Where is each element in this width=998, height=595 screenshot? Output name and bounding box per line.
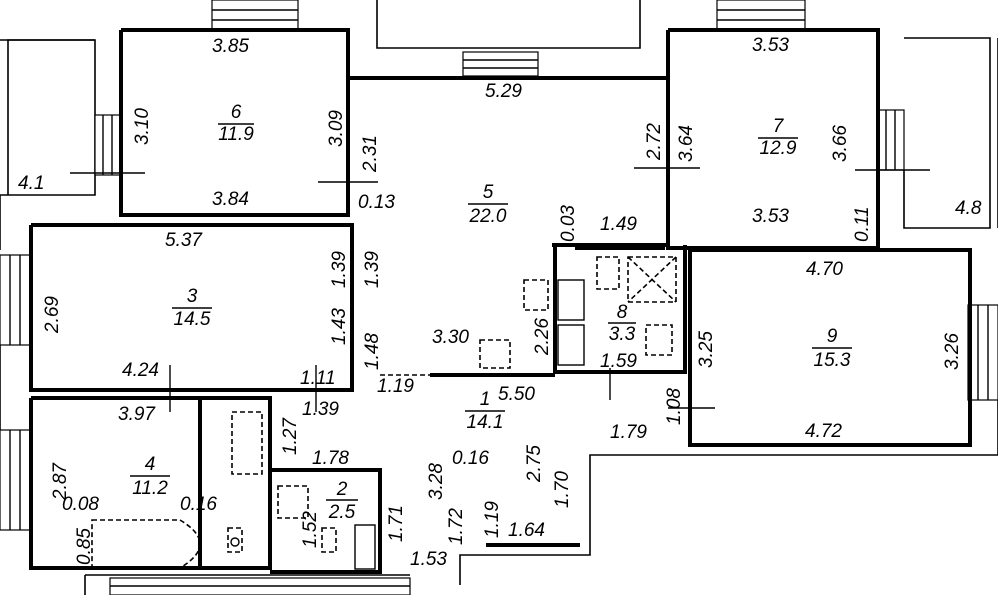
room-6-number: 6 xyxy=(231,102,242,123)
window-balcony-right xyxy=(877,109,905,171)
room-1-number: 1 xyxy=(480,389,491,410)
dim-label: 1.64 xyxy=(508,520,545,541)
dimension-labels: 3.85 3.10 3.09 3.84 5.29 2.31 0.13 4.1 3… xyxy=(18,35,982,570)
dim-label: 1.39 xyxy=(362,251,383,288)
room-5-area: 22.0 xyxy=(469,206,507,227)
window-room-6 xyxy=(211,0,299,31)
toilet-room8-icon xyxy=(596,256,620,290)
dim-label: 1.43 xyxy=(329,308,350,345)
dim-label: 5.37 xyxy=(165,230,203,251)
room-2-area: 2.5 xyxy=(328,502,356,523)
dim-label: 3.10 xyxy=(132,108,153,145)
dim-label: 1.19 xyxy=(377,376,414,397)
dim-label: 1.39 xyxy=(329,251,350,288)
dim-label: 4.1 xyxy=(18,173,44,194)
room-3-area: 14.5 xyxy=(174,309,211,330)
dim-label: 1.49 xyxy=(600,214,637,235)
room-7-number: 7 xyxy=(773,116,785,137)
window-room-3 xyxy=(0,254,31,346)
dim-label: 3.85 xyxy=(212,36,249,57)
dim-label: 2.87 xyxy=(50,462,71,501)
room-6-area: 11.9 xyxy=(218,124,254,145)
dim-label: 0.85 xyxy=(74,528,95,565)
dim-label: 1.48 xyxy=(362,333,383,370)
dim-label: 5.29 xyxy=(485,81,522,102)
dim-label: 1.72 xyxy=(446,508,467,545)
dim-label: 1.71 xyxy=(386,505,407,542)
dim-label: 0.08 xyxy=(62,494,99,515)
dim-label: 1.79 xyxy=(610,422,647,443)
dim-label: 2.72 xyxy=(644,123,665,161)
dim-label: 5.50 xyxy=(498,384,535,405)
dim-label: 4.70 xyxy=(806,259,843,280)
dim-label: 3.66 xyxy=(830,125,851,162)
dim-label: 1.39 xyxy=(302,399,339,420)
dim-label: 2.75 xyxy=(524,445,545,483)
window-room-5 xyxy=(462,51,539,77)
dim-label: 4.24 xyxy=(122,360,159,381)
dim-label: 3.97 xyxy=(118,404,156,425)
dim-label: 3.09 xyxy=(326,110,347,147)
room-9-number: 9 xyxy=(827,326,838,347)
dim-label: 4.8 xyxy=(955,198,982,219)
dim-label: 1.59 xyxy=(600,351,637,372)
dim-label: 1.53 xyxy=(410,549,447,570)
washbasin-icon xyxy=(231,411,263,475)
dim-label: 3.84 xyxy=(212,189,249,210)
room-1-area: 14.1 xyxy=(467,412,504,433)
room-5-number: 5 xyxy=(483,182,494,203)
room-3-number: 3 xyxy=(187,286,198,307)
room-labels: 6 11.9 5 22.0 7 12.9 3 14.5 8 3.3 9 15.3… xyxy=(130,102,852,523)
dim-label: 3.64 xyxy=(676,125,697,162)
dim-label: 3.53 xyxy=(752,35,789,56)
bathtub-icon xyxy=(91,519,201,569)
dim-label: 1.78 xyxy=(312,448,349,469)
toilet-small-icon xyxy=(321,527,337,553)
dim-label: 2.69 xyxy=(42,296,63,334)
window-balcony-left xyxy=(94,114,122,176)
room-7-area: 12.9 xyxy=(760,138,797,159)
dim-label: 0.03 xyxy=(558,205,579,242)
dim-label: 3.28 xyxy=(426,463,447,500)
fixtures xyxy=(91,256,677,570)
stove-icon xyxy=(557,324,585,366)
room-4-number: 4 xyxy=(145,454,156,475)
dim-label: 1.27 xyxy=(280,417,301,455)
dim-label: 1.70 xyxy=(552,471,573,508)
dim-label: 3.30 xyxy=(432,327,469,348)
dim-label: 1.11 xyxy=(300,368,336,389)
dim-label: 3.26 xyxy=(942,333,963,370)
toilet-icon xyxy=(227,527,243,553)
dim-label: 1.19 xyxy=(482,501,503,538)
room-8-area: 3.3 xyxy=(609,324,636,345)
room-8-number: 8 xyxy=(617,302,628,323)
dim-label: 1.52 xyxy=(300,511,321,548)
dim-label: 3.25 xyxy=(696,331,717,368)
dim-label: 0.13 xyxy=(358,192,395,213)
window-room-9 xyxy=(967,304,998,401)
dim-label: 1.08 xyxy=(664,388,685,425)
dim-label: 2.31 xyxy=(360,135,381,173)
dimension-ticks xyxy=(169,167,715,412)
room-9-area: 15.3 xyxy=(814,350,851,371)
balconies xyxy=(7,37,991,229)
shower-room8-icon xyxy=(627,256,677,303)
sink-room8-icon xyxy=(645,324,673,356)
dim-label: 0.11 xyxy=(852,206,873,242)
room-2-number: 2 xyxy=(336,479,348,500)
shower-icon xyxy=(277,485,309,519)
dim-label: 3.53 xyxy=(752,206,789,227)
window-room-4 xyxy=(0,429,31,531)
kitchen-sink-icon xyxy=(557,279,585,321)
window-room-7 xyxy=(716,0,806,31)
dim-label: 0.16 xyxy=(452,448,489,469)
dim-label: 0.16 xyxy=(180,494,217,515)
walls xyxy=(29,28,972,574)
dim-label: 2.26 xyxy=(532,318,553,356)
dim-label: 4.72 xyxy=(805,421,842,442)
room-4-area: 11.2 xyxy=(132,478,168,499)
